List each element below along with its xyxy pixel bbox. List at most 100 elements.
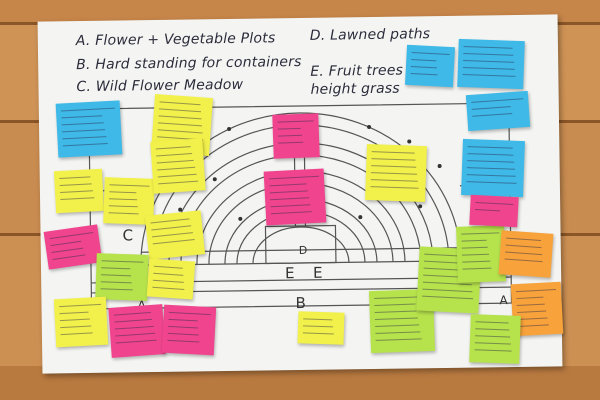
handwriting-line <box>156 152 193 157</box>
handwriting-line <box>60 190 94 193</box>
handwriting-line <box>60 197 95 200</box>
handwriting-line <box>62 129 106 133</box>
handwriting-line <box>277 127 301 130</box>
handwriting-line <box>158 180 199 185</box>
handwriting-line <box>467 146 513 149</box>
handwriting-line <box>50 240 82 247</box>
handwriting-line <box>60 325 92 329</box>
handwriting-line <box>49 232 94 240</box>
plan-label-b: B <box>295 293 306 313</box>
handwriting-line <box>61 115 103 119</box>
handwriting-line <box>168 325 199 329</box>
handwriting-line <box>109 191 137 194</box>
handwriting-line <box>375 324 420 327</box>
handwriting-line <box>474 349 512 352</box>
handwriting-line <box>278 141 304 144</box>
handwriting-line <box>467 160 515 163</box>
sticky-note <box>404 44 456 88</box>
handwriting-line <box>302 332 334 335</box>
handwriting-line <box>374 310 417 313</box>
handwriting-line <box>167 339 200 343</box>
handwriting-line <box>467 153 514 156</box>
plan-label-d: D <box>298 243 308 258</box>
handwriting-line <box>62 136 107 140</box>
handwriting-line <box>462 253 490 256</box>
handwriting-line <box>52 254 86 260</box>
sticky-note <box>469 314 521 364</box>
handwriting-line <box>168 311 211 316</box>
handwriting-line <box>371 151 415 154</box>
handwriting-line <box>517 317 548 321</box>
handwriting-line <box>152 232 193 238</box>
handwriting-line <box>504 258 543 263</box>
handwriting-line <box>370 186 419 189</box>
handwriting-line <box>475 209 501 212</box>
handwriting-line <box>108 205 138 208</box>
handwriting-line <box>505 244 542 249</box>
handwriting-line <box>269 183 307 187</box>
handwriting-line <box>466 181 517 184</box>
plan-label-c: C <box>122 226 134 245</box>
handwriting-line <box>517 310 547 314</box>
handwriting-line <box>157 129 203 134</box>
handwriting-line <box>475 328 510 331</box>
handwriting-line <box>517 324 549 328</box>
handwriting-line <box>51 247 84 254</box>
handwriting-line <box>472 113 513 117</box>
handwriting-line <box>422 288 473 293</box>
handwriting-line <box>466 174 516 177</box>
handwriting-line <box>462 74 516 77</box>
handwriting-line <box>60 332 93 336</box>
handwriting-line <box>506 237 542 242</box>
handwriting-line <box>150 218 190 224</box>
handwriting-line <box>152 286 185 290</box>
handwriting-line <box>475 335 511 338</box>
handwriting-line <box>114 318 153 323</box>
sticky-note <box>55 100 123 158</box>
sticky-note <box>297 311 345 345</box>
handwriting-line <box>269 190 308 194</box>
plan-label-e1: E <box>284 264 295 283</box>
handwriting-line <box>157 173 197 178</box>
sticky-note <box>469 194 519 228</box>
handwriting-line <box>270 211 312 215</box>
handwriting-line <box>101 274 132 277</box>
handwriting-line <box>59 318 90 322</box>
sticky-note <box>272 113 320 159</box>
handwriting-line <box>410 72 438 76</box>
sticky-note <box>461 138 525 198</box>
handwriting-line <box>370 179 418 182</box>
sticky-note <box>263 168 327 226</box>
handwriting-line <box>411 52 450 56</box>
handwriting-line <box>155 146 191 150</box>
handwriting-line <box>115 339 157 344</box>
sticky-note <box>53 168 105 214</box>
handwriting-line <box>410 66 437 69</box>
handwriting-line <box>422 295 474 300</box>
handwriting-line <box>411 59 437 62</box>
handwriting-line <box>466 167 515 170</box>
handwriting-line <box>370 172 417 175</box>
handwriting-line <box>158 122 203 127</box>
handwriting-line <box>374 317 418 320</box>
handwriting-line <box>270 197 310 201</box>
handwriting-line <box>62 143 108 147</box>
handwriting-line <box>303 325 334 328</box>
sticky-note <box>95 253 149 301</box>
handwriting-line <box>270 204 311 208</box>
sticky-note <box>150 138 206 194</box>
handwriting-line <box>151 225 192 231</box>
handwriting-line <box>115 332 156 337</box>
sticky-note <box>498 230 554 278</box>
handwriting-line <box>159 108 202 113</box>
handwriting-line <box>516 288 557 293</box>
handwriting-line <box>108 212 139 215</box>
handwriting-line <box>516 296 544 300</box>
sticky-note <box>161 304 217 356</box>
handwriting-line <box>152 238 195 245</box>
handwriting-line <box>461 246 488 249</box>
sticky-note <box>108 304 166 358</box>
sticky-note <box>146 258 196 300</box>
handwriting-line <box>153 265 183 269</box>
handwriting-line <box>303 318 333 321</box>
